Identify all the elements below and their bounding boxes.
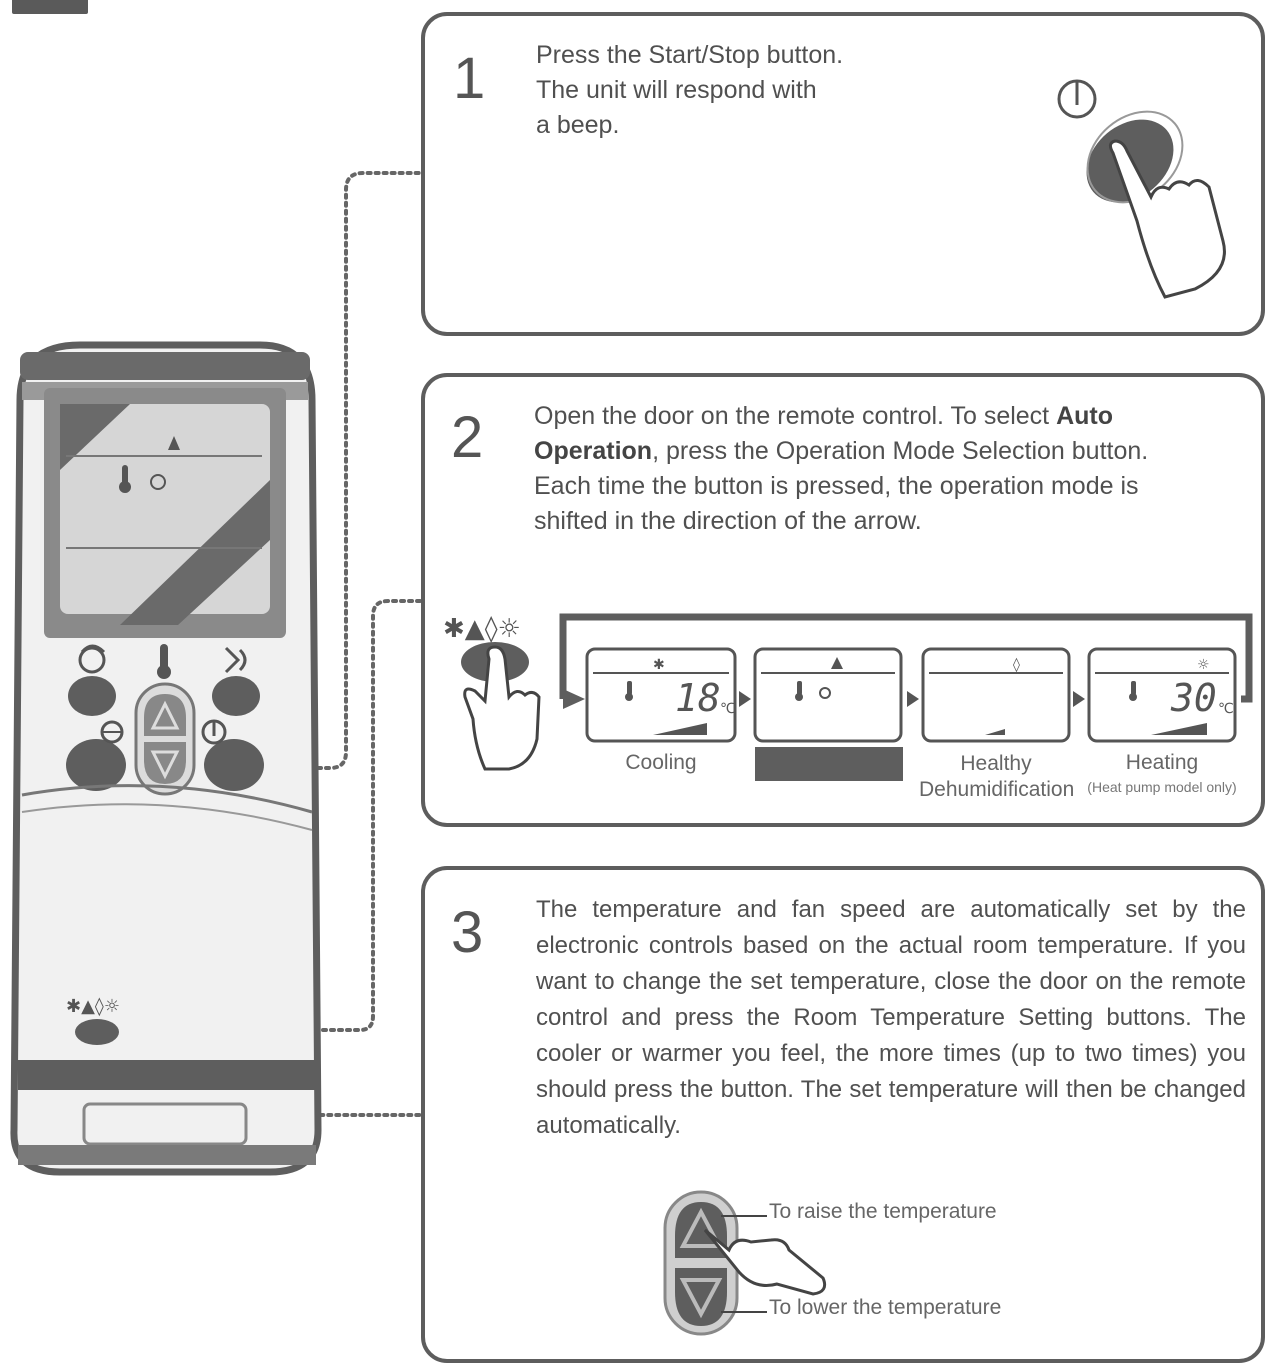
fan-speed-icon — [78, 644, 106, 674]
remote-control: ✱▲◊☼ — [10, 341, 322, 1176]
display-thermometer-icon — [119, 481, 131, 493]
heating-temp: 30 — [1170, 676, 1217, 720]
swing-button — [212, 676, 260, 716]
cooling-temp: 18 — [675, 676, 721, 720]
down-arrow-icon — [679, 1278, 723, 1319]
step-number: 1 — [453, 46, 486, 111]
snowflake-icon: ✱ — [653, 657, 665, 673]
step-1-instructions: Press the Start/Stop button. The unit wi… — [536, 38, 936, 143]
auto-operation-label: Auto Operation — [534, 402, 1113, 465]
hand-icon — [463, 645, 541, 771]
thermometer-icon — [157, 644, 171, 679]
temperature-buttons-illustration — [663, 1190, 827, 1336]
step-2-panel: 2 Open the door on the remote control. T… — [421, 373, 1265, 827]
raise-temperature-label: To raise the temperature — [769, 1200, 997, 1223]
heating-display: ☼ 30 ℃ — [1087, 647, 1237, 743]
mode-sequence-diagram: ✱▲◊☼ ✱ 18 ℃ ◊ — [443, 613, 1253, 781]
step-3-panel: 3 The temperature and fan speed are auto… — [421, 866, 1265, 1363]
press-button-illustration — [1057, 79, 1226, 299]
drop-icon: ◊ — [1013, 657, 1020, 673]
cooling-display: ✱ 18 ℃ — [585, 647, 737, 743]
cooling-label: Cooling — [625, 751, 697, 774]
lower-temperature-label: To lower the temperature — [769, 1296, 1002, 1319]
display-smile-icon — [150, 474, 166, 490]
step-3-instructions: The temperature and fan speed are automa… — [536, 896, 1246, 1139]
dehumidification-sub: Dehumidification — [919, 778, 1075, 801]
auto-display — [753, 647, 903, 743]
hand-icon — [1108, 139, 1226, 299]
dehumidification-label: Healthy Dehumidification — [919, 751, 1075, 803]
heating-title: Heating — [1125, 751, 1199, 774]
lower-temp-button — [675, 1268, 727, 1326]
heating-sub: (Heat pump model only) — [1087, 779, 1237, 795]
svg-text:✱▲◊☼: ✱▲◊☼ — [66, 996, 120, 1017]
start-stop-remote-button — [204, 739, 264, 791]
power-icon — [1057, 79, 1097, 119]
step-1-line: The unit will respond with — [536, 76, 817, 104]
sun-icon: ☼ — [1197, 657, 1210, 673]
fan-speed-button — [68, 676, 116, 716]
heating-label: Heating (Heat pump model only) — [1079, 751, 1245, 799]
healthy-label: Healthy — [960, 752, 1032, 775]
step-1-panel: 1 Press the Start/Stop button. The unit … — [421, 12, 1265, 336]
auto-label-block — [755, 747, 903, 781]
cooling-unit: ℃ — [720, 701, 736, 717]
step-2-instructions: Open the door on the remote control. To … — [534, 399, 1194, 539]
step-number: 3 — [451, 900, 484, 965]
step-1-line: Press the Start/Stop button. — [536, 41, 844, 69]
power-small-icon — [201, 719, 227, 745]
up-arrow-icon — [679, 1207, 723, 1248]
mode-icons: ✱▲◊☼ — [443, 614, 521, 644]
display-auto-icon — [168, 436, 180, 450]
step-number: 2 — [451, 405, 484, 470]
corner-tab — [12, 0, 88, 14]
step-1-line: a beep. — [536, 111, 620, 139]
step-2-text-after: , press the Operation Mode Selection but… — [534, 437, 1149, 535]
step-2-text-before: Open the door on the remote control. To … — [534, 402, 1057, 430]
sleep-button — [66, 739, 126, 791]
remote-up-button — [144, 694, 186, 736]
hand-icon — [703, 1228, 827, 1296]
heating-unit: ℃ — [1218, 701, 1234, 717]
swing-icon — [224, 646, 247, 674]
dehumidification-display: ◊ — [921, 647, 1071, 743]
auto-icon — [831, 657, 843, 669]
fan-icon — [100, 720, 124, 744]
mode-remote-button — [75, 1019, 119, 1045]
